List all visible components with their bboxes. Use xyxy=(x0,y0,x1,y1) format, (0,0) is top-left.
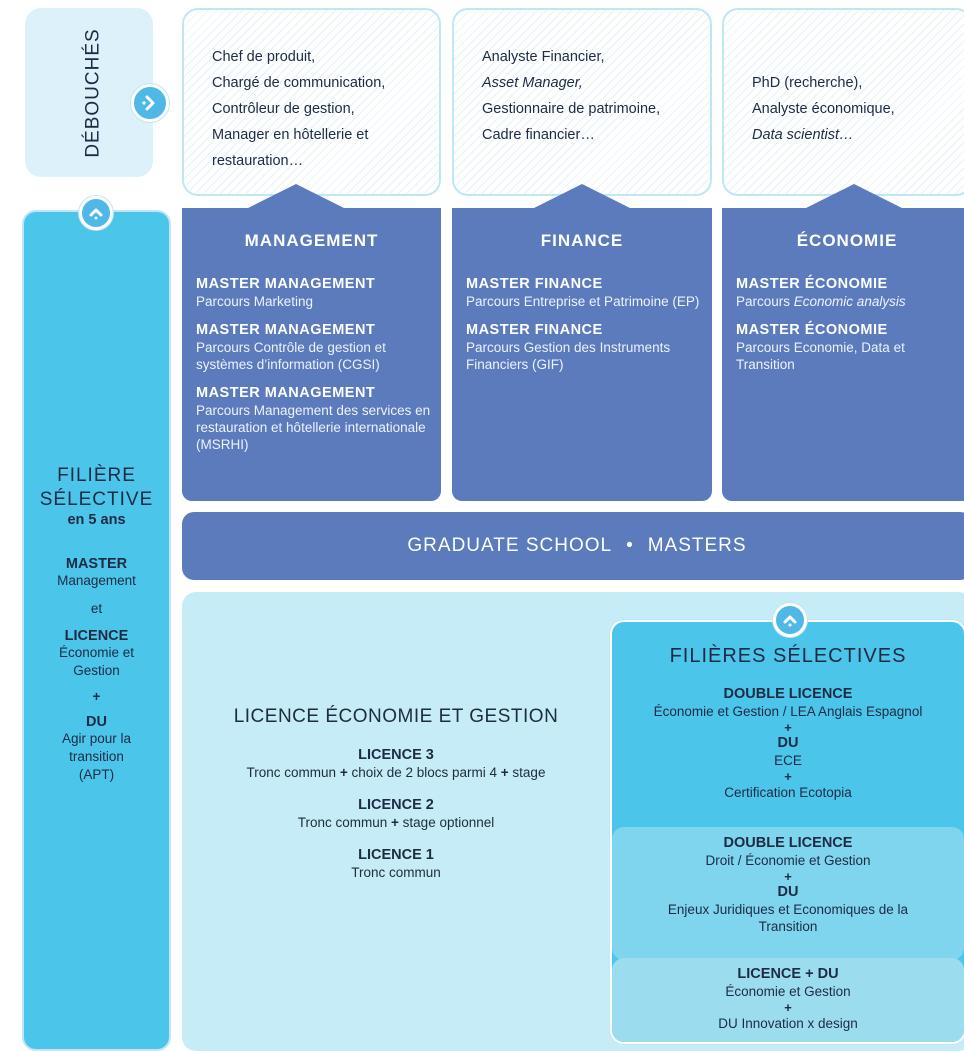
licence-level-title: LICENCE 1 xyxy=(358,847,434,863)
plus-sign: + xyxy=(92,689,101,704)
graduate-label: GRADUATE SCHOOL xyxy=(407,535,613,556)
licence-sub: Économie et Gestion xyxy=(58,645,135,678)
career-item: Manager en hôtellerie et xyxy=(212,127,369,143)
licence-level-desc: Tronc commun + stage optionnel xyxy=(297,815,495,830)
licence-title: LICENCE ÉCONOMIE ET GESTION xyxy=(233,706,559,727)
graduate-school-bar: GRADUATE SCHOOL • MASTERS xyxy=(182,512,964,580)
master-parcours: Parcours Gestion des Instruments Financi… xyxy=(466,340,671,372)
master-label: MASTER xyxy=(65,556,128,572)
career-item: Analyste économique, xyxy=(752,101,895,117)
licence-label: LICENCE xyxy=(64,628,129,644)
licence-level-desc: Tronc commun + choix de 2 blocs parmi 4 … xyxy=(246,765,546,780)
chevron-up-circle-icon[interactable] xyxy=(773,603,807,637)
career-item: Analyste Financier, xyxy=(482,49,605,65)
career-card-economie: PhD (recherche), Analyste économique, Da… xyxy=(722,8,964,196)
career-item: restauration… xyxy=(212,153,304,169)
master-title: MASTER MANAGEMENT xyxy=(196,385,376,401)
filiere-selective-column: FILIÈRE SÉLECTIVE en 5 ans MASTER Manage… xyxy=(22,210,171,1051)
column-economie: ÉCONOMIE MASTER ÉCONOMIE Parcours Econom… xyxy=(722,184,964,501)
career-item: Chef de produit, xyxy=(212,49,316,65)
licence-level-title: LICENCE 2 xyxy=(358,797,434,813)
selective-double-licence-droit: DOUBLE LICENCE Droit / Économie et Gesti… xyxy=(612,827,964,960)
licence-level-title: LICENCE 3 xyxy=(358,747,434,763)
licence-level-desc: Tronc commun xyxy=(351,865,441,880)
column-finance: FINANCE MASTER FINANCE Parcours Entrepri… xyxy=(452,184,712,501)
master-parcours: Parcours Economic analysis xyxy=(736,294,906,309)
master-parcours: Parcours Contrôle de gestion et systèmes… xyxy=(196,340,386,372)
master-title: MASTER FINANCE xyxy=(466,322,603,338)
filieres-selectives-box: FILIÈRES SÉLECTIVES DOUBLE LICENCE Écono… xyxy=(610,620,964,1044)
debouches-label: DÉBOUCHÉS xyxy=(83,27,105,158)
filiere-title: SÉLECTIVE xyxy=(39,489,154,510)
career-item: Contrôleur de gestion, xyxy=(212,101,355,117)
column-title: ÉCONOMIE xyxy=(796,231,898,250)
master-parcours: Parcours Management des services en rest… xyxy=(196,403,431,452)
chevron-up-circle-icon[interactable] xyxy=(79,196,113,230)
career-list: PhD (recherche), Analyste économique, Da… xyxy=(752,70,895,148)
filiere-title: FILIÈRE xyxy=(57,465,136,486)
career-item: Gestionnaire de patrimoine, xyxy=(482,101,661,117)
career-item: Cadre financier… xyxy=(482,127,595,143)
master-title: MASTER FINANCE xyxy=(466,276,603,292)
career-item: Data scientist… xyxy=(752,127,854,143)
debouches-box xyxy=(25,8,153,177)
column-title: FINANCE xyxy=(540,231,624,250)
selective-licence-du: LICENCE + DU Économie et Gestion + DU In… xyxy=(612,958,964,1042)
filiere-duration: en 5 ans xyxy=(67,512,126,528)
du-label: DU xyxy=(86,714,107,730)
licence-block: LICENCE ÉCONOMIE ET GESTION LICENCE 3 Tr… xyxy=(196,706,596,896)
master-title: MASTER MANAGEMENT xyxy=(196,276,376,292)
separator-dot: • xyxy=(626,535,634,556)
and-label: et xyxy=(90,601,103,616)
selective-title: FILIÈRES SÉLECTIVES xyxy=(669,645,907,667)
master-parcours: Parcours Economie, Data et Transition xyxy=(736,340,905,372)
career-item: PhD (recherche), xyxy=(752,75,863,91)
selective-double-licence-lea: DOUBLE LICENCE Économie et Gestion / LEA… xyxy=(653,686,923,800)
column-title: MANAGEMENT xyxy=(244,231,379,250)
master-parcours: Parcours Entreprise et Patrimoine (EP) xyxy=(466,294,700,309)
master-title: MASTER ÉCONOMIE xyxy=(736,276,888,292)
career-item: Chargé de communication, xyxy=(212,75,386,91)
master-title: MASTER ÉCONOMIE xyxy=(736,322,888,338)
masters-label: MASTERS xyxy=(647,535,747,556)
career-list: Chef de produit, Chargé de communication… xyxy=(212,44,385,174)
master-title: MASTER MANAGEMENT xyxy=(196,322,376,338)
career-card-management: Chef de produit, Chargé de communication… xyxy=(182,8,441,196)
master-sub: Management xyxy=(57,573,136,588)
chevron-right-circle-icon[interactable] xyxy=(131,84,169,122)
career-card-finance: Analyste Financier, Asset Manager, Gesti… xyxy=(452,8,712,196)
column-management: MANAGEMENT MASTER MANAGEMENT Parcours Ma… xyxy=(182,184,441,501)
master-parcours: Parcours Marketing xyxy=(196,294,314,309)
du-sub: Agir pour la transition (APT) xyxy=(61,731,132,782)
career-item: Asset Manager, xyxy=(482,75,583,91)
career-list: Analyste Financier, Asset Manager, Gesti… xyxy=(482,44,660,148)
